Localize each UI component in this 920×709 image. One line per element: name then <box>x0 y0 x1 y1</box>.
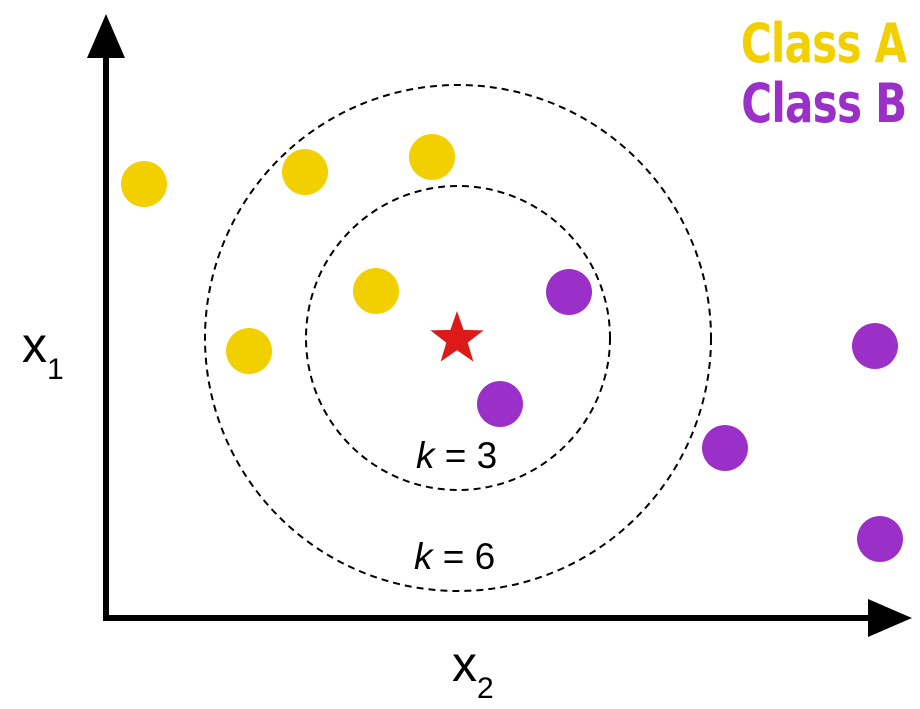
class-a-point <box>409 134 455 180</box>
star-icon <box>430 311 484 362</box>
class-b-point <box>702 425 748 471</box>
class-b-point <box>857 516 903 562</box>
x-axis-arrow <box>868 599 912 637</box>
class-a-point <box>226 328 272 374</box>
y-axis-arrow <box>87 14 125 58</box>
class-a-point <box>282 149 328 195</box>
class-a-point <box>121 161 167 207</box>
legend-class-a: Class A <box>740 12 907 75</box>
circle-k6 <box>204 84 712 592</box>
y-axis-label: x1 <box>22 317 64 386</box>
class-a-point <box>353 268 399 314</box>
class-b-point <box>546 269 592 315</box>
class-a-points <box>121 134 455 374</box>
class-b-point <box>477 381 523 427</box>
legend: Class A Class B <box>740 12 907 135</box>
circle-k3 <box>305 185 611 491</box>
k6-label: k = 6 <box>414 536 495 577</box>
legend-class-b: Class B <box>740 72 907 135</box>
x-axis-label: x2 <box>452 636 494 705</box>
k3-label: k = 3 <box>416 435 497 476</box>
class-b-point <box>852 323 898 369</box>
class-b-points <box>477 269 903 562</box>
